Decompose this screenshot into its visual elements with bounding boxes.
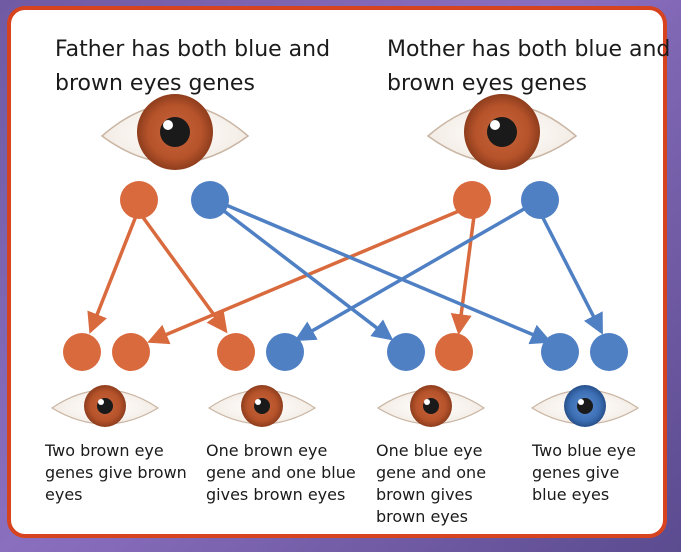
arrow-mother-blue-to-child2	[298, 209, 524, 339]
arrow-father-brown-to-child2	[142, 216, 225, 330]
caption-two-brown: Two brown eye genes give brown eyes	[45, 440, 195, 506]
inheritance-arrows	[91, 205, 601, 341]
caption-brown-blue: One brown eye gene and one blue gives br…	[206, 440, 356, 506]
mother-brown-gene	[453, 181, 491, 219]
child3-eye-icon	[378, 385, 484, 427]
arrow-mother-brown-to-child3	[459, 216, 474, 331]
caption-blue-brown: One blue eye gene and one brown gives br…	[376, 440, 526, 528]
father-eye-icon	[102, 94, 248, 170]
caption-two-blue: Two blue eye genes give blue eyes	[532, 440, 652, 506]
child1-eye-icon	[52, 385, 158, 427]
mother-blue-gene	[521, 181, 559, 219]
father-brown-gene	[120, 181, 158, 219]
father-title: Father has both blue and brown eyes gene…	[55, 33, 355, 101]
arrow-father-blue-to-child4	[226, 205, 548, 341]
child3-gene-b	[435, 333, 473, 371]
child3-gene-a	[387, 333, 425, 371]
father-blue-gene	[191, 181, 229, 219]
arrow-mother-blue-to-child4	[542, 216, 601, 331]
child4-gene-a	[541, 333, 579, 371]
child1-gene-b	[112, 333, 150, 371]
child4-eye-icon	[532, 385, 638, 427]
child1-gene-a	[63, 333, 101, 371]
arrow-father-blue-to-child3	[224, 211, 390, 338]
child2-gene-b	[266, 333, 304, 371]
arrow-father-brown-to-child1	[91, 216, 136, 330]
child2-eye-icon	[209, 385, 315, 427]
mother-eye-icon	[428, 94, 576, 170]
child2-gene-a	[217, 333, 255, 371]
child4-gene-b	[590, 333, 628, 371]
mother-title: Mother has both blue and brown eyes gene…	[387, 33, 681, 101]
